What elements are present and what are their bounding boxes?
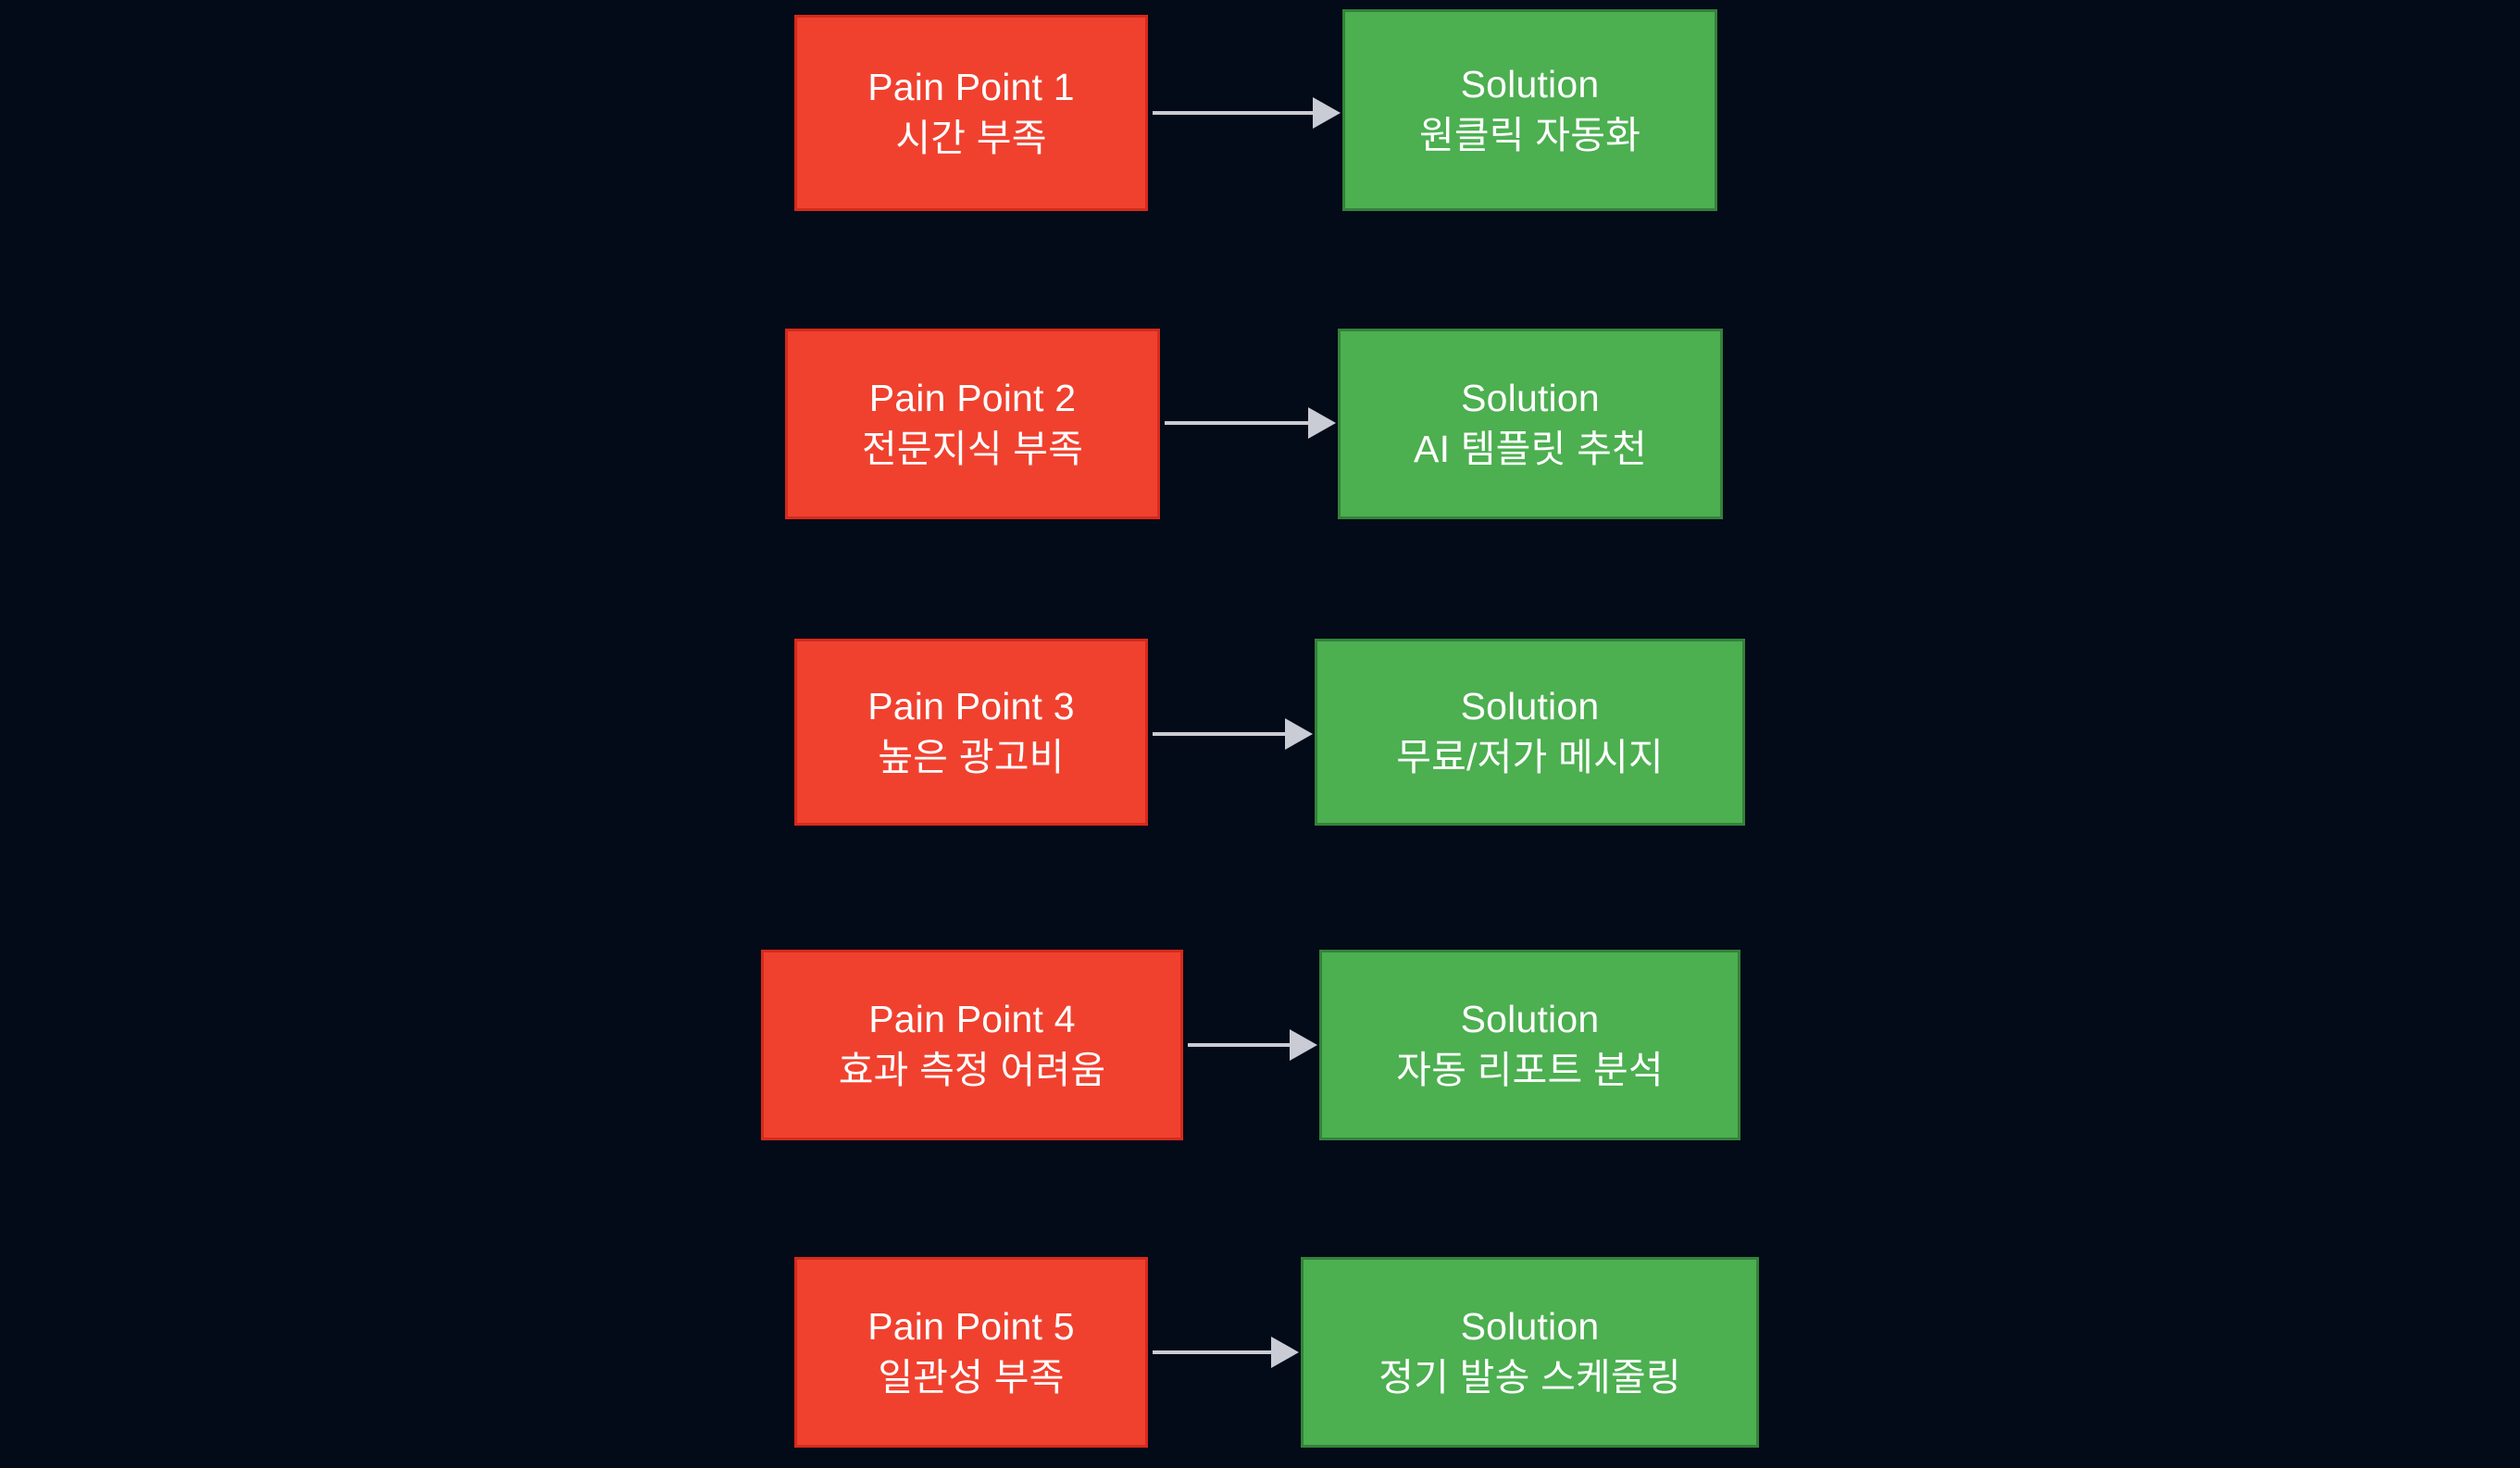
pain-point-title: Pain Point 5: [867, 1305, 1075, 1349]
solution-subtitle: 원클릭 자동화: [1418, 114, 1641, 156]
solution-title: Solution: [1461, 377, 1600, 420]
pain-point-box-5[interactable]: Pain Point 5 일관성 부족: [794, 1257, 1148, 1448]
solution-subtitle: 자동 리포트 분석: [1396, 1049, 1664, 1091]
solution-box-5[interactable]: Solution 정기 발송 스케줄링: [1301, 1257, 1759, 1448]
solution-title: Solution: [1460, 63, 1600, 106]
solution-title: Solution: [1460, 998, 1600, 1041]
solution-box-3[interactable]: Solution 무료/저가 메시지: [1315, 639, 1745, 826]
solution-box-1[interactable]: Solution 원클릭 자동화: [1342, 9, 1717, 211]
pain-point-subtitle: 높은 광고비: [878, 736, 1065, 778]
pain-point-box-3[interactable]: Pain Point 3 높은 광고비: [794, 639, 1148, 826]
pain-point-box-1[interactable]: Pain Point 1 시간 부족: [794, 15, 1148, 211]
pain-point-subtitle: 효과 측정 어려움: [838, 1049, 1106, 1091]
arrow-connector-5: [1147, 1325, 1304, 1380]
solution-title: Solution: [1460, 685, 1600, 728]
pain-point-subtitle: 전문지식 부족: [861, 428, 1084, 470]
solution-subtitle: 무료/저가 메시지: [1396, 736, 1664, 778]
solution-box-4[interactable]: Solution 자동 리포트 분석: [1319, 950, 1740, 1140]
pain-point-title: Pain Point 1: [867, 66, 1075, 109]
pain-point-subtitle: 시간 부족: [895, 117, 1047, 159]
pain-point-title: Pain Point 3: [867, 685, 1075, 728]
pain-point-title: Pain Point 4: [868, 998, 1076, 1041]
arrow-connector-3: [1147, 706, 1318, 762]
pain-point-subtitle: 일관성 부족: [878, 1356, 1065, 1399]
arrow-connector-4: [1182, 1017, 1323, 1073]
arrow-connector-1: [1147, 85, 1346, 141]
solution-subtitle: AI 템플릿 추천: [1414, 428, 1647, 470]
solution-subtitle: 정기 발송 스케줄링: [1379, 1356, 1681, 1399]
solution-title: Solution: [1460, 1305, 1600, 1349]
pain-point-box-4[interactable]: Pain Point 4 효과 측정 어려움: [761, 950, 1183, 1140]
pain-point-box-2[interactable]: Pain Point 2 전문지식 부족: [785, 329, 1160, 519]
arrow-connector-2: [1159, 395, 1341, 451]
pain-point-title: Pain Point 2: [868, 377, 1077, 420]
solution-box-2[interactable]: Solution AI 템플릿 추천: [1338, 329, 1723, 519]
